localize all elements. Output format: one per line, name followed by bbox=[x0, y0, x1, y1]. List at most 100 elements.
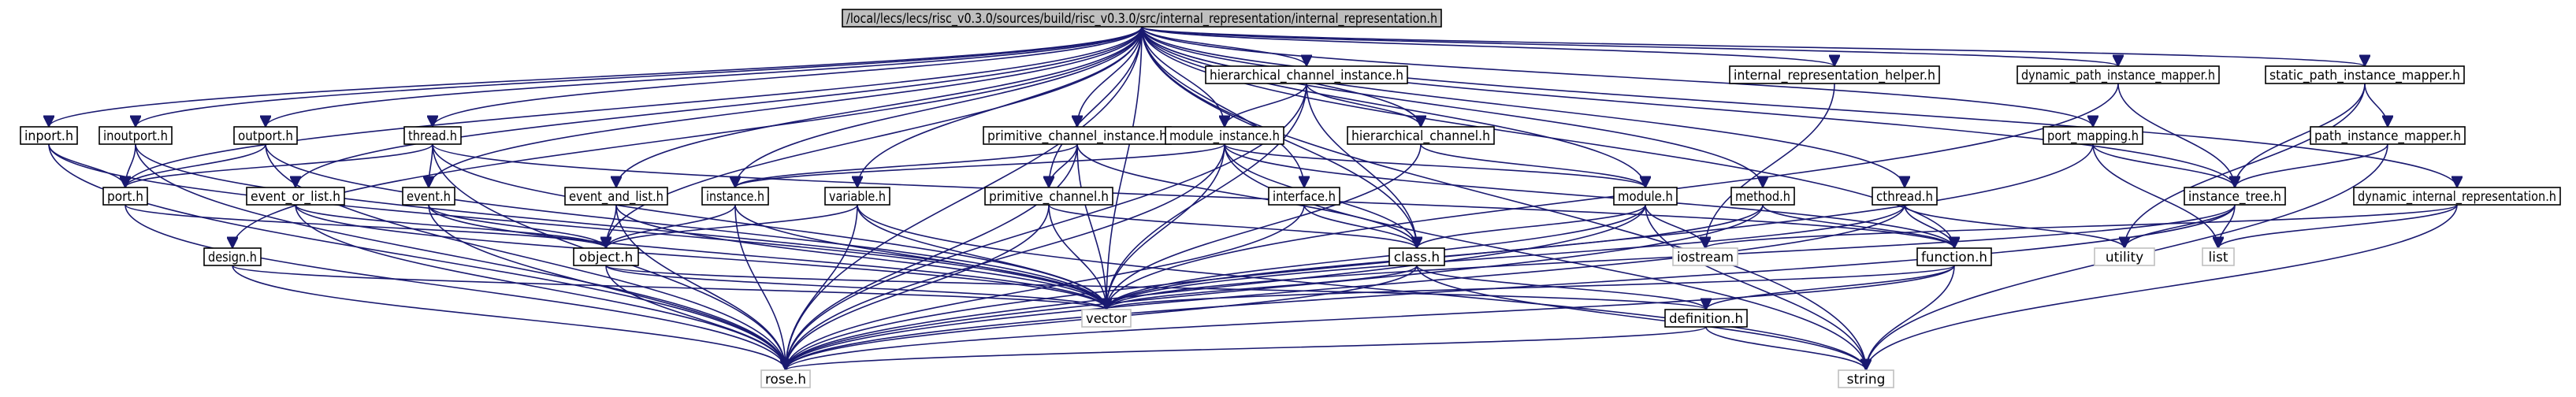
edge-root-to-dir bbox=[1141, 26, 2457, 187]
edge-object-to-definition bbox=[605, 265, 1706, 310]
edge-hci-to-hc bbox=[1306, 83, 1421, 128]
node-port-label: port.h bbox=[107, 189, 143, 205]
node-thread-box bbox=[403, 126, 462, 145]
edge-root-to-string bbox=[1141, 26, 1866, 370]
edge-object-to-rose bbox=[605, 265, 786, 370]
edge-dir-to-string bbox=[1866, 204, 2458, 370]
node-pm[interactable]: port_mapping.h bbox=[2043, 126, 2143, 145]
edge-pc-to-rose bbox=[786, 204, 1050, 370]
node-definition[interactable]: definition.h bbox=[1664, 309, 1748, 328]
edge-outport-to-rose bbox=[265, 143, 786, 370]
node-dpim[interactable]: dynamic_path_instance_mapper.h bbox=[2017, 65, 2220, 84]
node-iostream: iostream bbox=[1672, 247, 1738, 266]
edge-hci-to-vector bbox=[1106, 83, 1307, 310]
node-instance[interactable]: instance.h bbox=[701, 187, 769, 206]
edge-outport-to-vector bbox=[265, 143, 1106, 310]
node-pci-label: primitive_channel_instance.h bbox=[987, 128, 1167, 144]
edge-eal-to-rose bbox=[615, 204, 786, 370]
node-outport-box bbox=[233, 126, 298, 145]
node-string: string bbox=[1838, 369, 1894, 388]
node-dir[interactable]: dynamic_internal_representation.h bbox=[2353, 187, 2561, 206]
edge-module-to-class bbox=[1417, 204, 1646, 249]
node-port[interactable]: port.h bbox=[102, 187, 148, 206]
node-inport-box bbox=[20, 126, 78, 145]
node-pc[interactable]: primitive_channel.h bbox=[984, 187, 1113, 206]
edge-root-to-inport bbox=[49, 26, 1143, 128]
edge-module-to-vector bbox=[1106, 204, 1646, 310]
node-event-label: event.h bbox=[407, 189, 451, 205]
node-module-label: module.h bbox=[1618, 189, 1673, 205]
node-port-box bbox=[102, 187, 148, 206]
edge-dir-to-list bbox=[2218, 204, 2458, 249]
edge-pim-to-it bbox=[2235, 143, 2388, 188]
edge-inoutport-to-rose bbox=[135, 143, 786, 370]
edge-definition-to-rose bbox=[786, 326, 1707, 371]
node-pm-label: port_mapping.h bbox=[2047, 128, 2139, 144]
edge-eol-to-object bbox=[295, 204, 606, 249]
edge-mi-to-string bbox=[1224, 143, 1866, 370]
edge-outport-to-port bbox=[125, 143, 266, 188]
node-variable-label: variable.h bbox=[829, 189, 886, 205]
node-inport-label: inport.h bbox=[24, 128, 73, 144]
node-iostream-box bbox=[1672, 247, 1738, 266]
edge-class-to-definition bbox=[1416, 265, 1706, 310]
node-function-label: function.h bbox=[1921, 250, 1987, 265]
edge-function-to-vector bbox=[1106, 265, 1955, 310]
node-pim[interactable]: path_instance_mapper.h bbox=[2310, 126, 2466, 145]
node-list: list bbox=[2202, 247, 2235, 266]
node-string-label: string bbox=[1847, 372, 1886, 388]
edge-function-to-string bbox=[1866, 265, 1955, 370]
edge-pci-to-vector bbox=[1076, 143, 1106, 310]
node-mi[interactable]: module_instance.h bbox=[1165, 126, 1284, 145]
edge-it-to-utility bbox=[2124, 204, 2236, 249]
node-spim[interactable]: static_path_instance_mapper.h bbox=[2265, 65, 2465, 84]
node-cthread-box bbox=[1872, 187, 1938, 206]
node-it-label: instance_tree.h bbox=[2188, 189, 2281, 205]
node-object[interactable]: object.h bbox=[573, 247, 639, 266]
node-it[interactable]: instance_tree.h bbox=[2184, 187, 2286, 206]
node-object-label: object.h bbox=[579, 250, 634, 265]
node-outport[interactable]: outport.h bbox=[233, 126, 298, 145]
node-hc-box bbox=[1347, 126, 1495, 145]
edge-spim-to-it bbox=[2235, 83, 2366, 187]
edge-mi-to-vector bbox=[1106, 143, 1225, 310]
node-variable[interactable]: variable.h bbox=[824, 187, 890, 206]
edge-root-to-it bbox=[1141, 26, 2235, 187]
node-hci-label: hierarchical_channel_instance.h bbox=[1210, 68, 1403, 83]
node-class-box bbox=[1388, 247, 1445, 266]
node-cthread[interactable]: cthread.h bbox=[1872, 187, 1938, 206]
node-module[interactable]: module.h bbox=[1613, 187, 1678, 206]
node-dir-label: dynamic_internal_representation.h bbox=[2358, 189, 2556, 205]
edge-root-to-method bbox=[1141, 26, 1763, 187]
node-eal[interactable]: event_and_list.h bbox=[564, 187, 668, 206]
node-method[interactable]: method.h bbox=[1730, 187, 1795, 206]
node-class[interactable]: class.h bbox=[1388, 247, 1445, 266]
edge-irh-to-iostream bbox=[1705, 83, 1835, 248]
edge-root-to-spim bbox=[1141, 26, 2365, 67]
node-irh[interactable]: internal_representation_helper.h bbox=[1729, 65, 1940, 84]
edge-pc-to-class bbox=[1048, 204, 1417, 249]
node-eol[interactable]: event_or_list.h bbox=[246, 187, 345, 206]
node-dir-box bbox=[2353, 187, 2561, 206]
node-function[interactable]: function.h bbox=[1916, 247, 1992, 266]
edge-instance-to-object bbox=[606, 204, 736, 249]
node-root[interactable]: /local/lecs/lecs/risc_v0.3.0/sources/bui… bbox=[842, 9, 1442, 28]
node-hc[interactable]: hierarchical_channel.h bbox=[1347, 126, 1495, 145]
edge-pm-to-it bbox=[2092, 143, 2235, 188]
node-thread[interactable]: thread.h bbox=[403, 126, 462, 145]
node-event[interactable]: event.h bbox=[402, 187, 455, 206]
node-hci[interactable]: hierarchical_channel_instance.h bbox=[1205, 65, 1408, 84]
edge-root-to-outport bbox=[266, 26, 1143, 128]
node-inoutport[interactable]: inoutport.h bbox=[99, 126, 173, 145]
edge-hci-to-mi bbox=[1225, 83, 1307, 128]
edges-layer bbox=[49, 26, 2458, 371]
node-design[interactable]: design.h bbox=[203, 247, 262, 266]
node-interface[interactable]: interface.h bbox=[1268, 187, 1340, 206]
node-event-box bbox=[402, 187, 455, 206]
node-inport[interactable]: inport.h bbox=[20, 126, 78, 145]
edge-mi-to-rose bbox=[786, 143, 1225, 370]
node-vector-label: vector bbox=[1086, 311, 1127, 327]
node-module-box bbox=[1613, 187, 1678, 206]
edge-root-to-module bbox=[1141, 26, 1645, 187]
node-pci[interactable]: primitive_channel_instance.h bbox=[983, 126, 1172, 145]
